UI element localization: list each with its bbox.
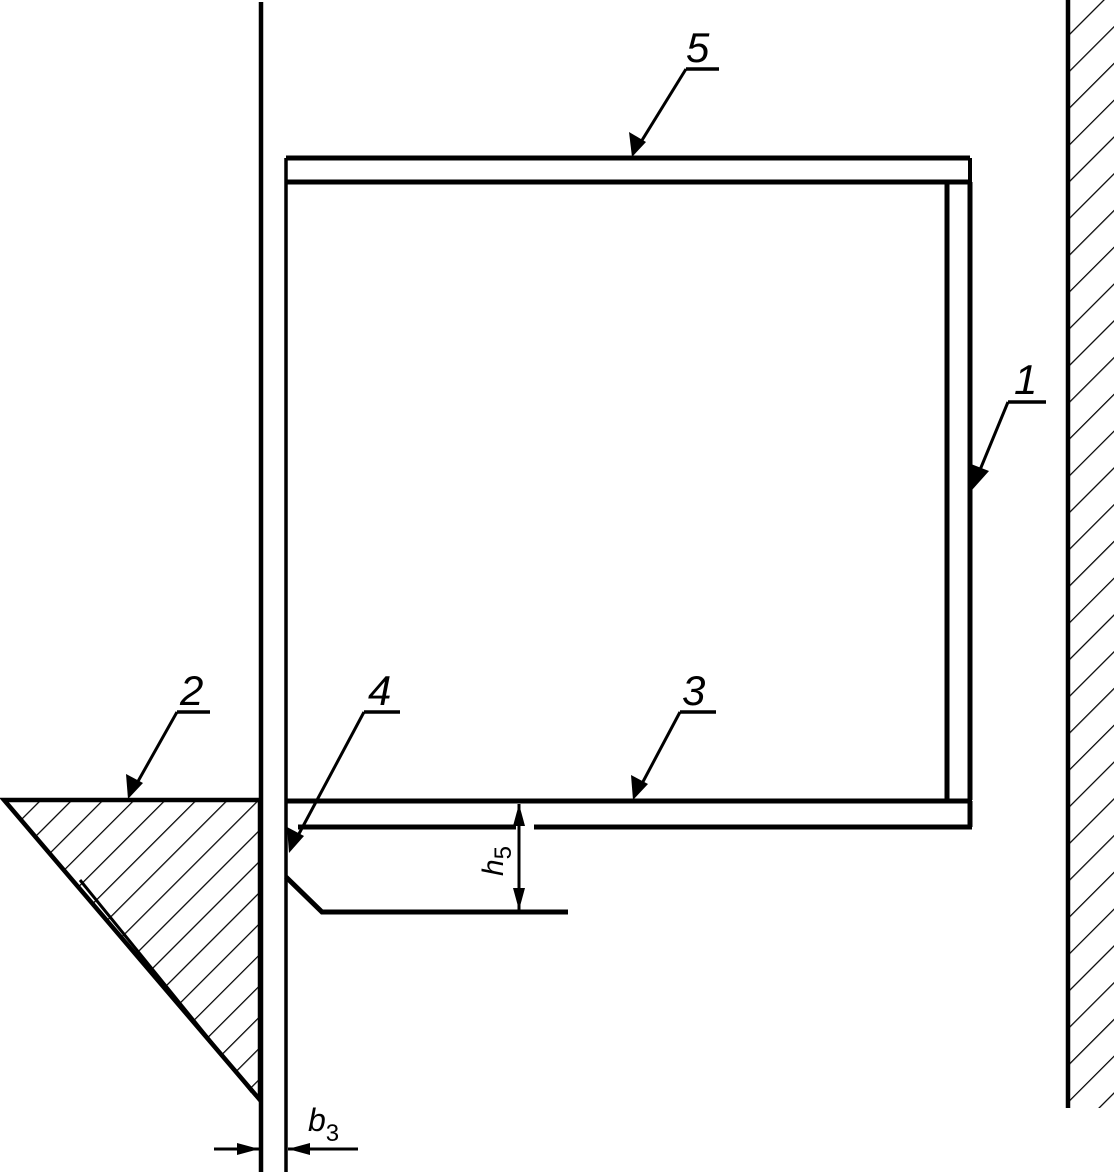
leader-2 xyxy=(126,710,210,799)
callout-1: 1 xyxy=(1014,356,1037,403)
dimension-h5 xyxy=(513,804,525,910)
leader-5 xyxy=(629,67,719,157)
leader-1 xyxy=(971,400,1046,490)
dimension-h5-label: h5 xyxy=(477,846,517,876)
landing-sill xyxy=(0,797,263,1107)
car-apron xyxy=(284,875,568,915)
leader-3 xyxy=(631,710,716,800)
dimension-b3-label: b3 xyxy=(308,1102,339,1147)
car-roof xyxy=(286,155,972,185)
callout-4: 4 xyxy=(368,667,391,714)
callout-2: 2 xyxy=(179,667,203,714)
car-floor xyxy=(286,798,973,830)
car-rear-wall xyxy=(944,182,973,800)
callout-3: 3 xyxy=(682,667,705,714)
leader-4 xyxy=(287,710,400,853)
dimension-b3 xyxy=(214,1143,358,1155)
shaft-wall xyxy=(1065,0,1114,1108)
callout-5: 5 xyxy=(686,24,710,71)
